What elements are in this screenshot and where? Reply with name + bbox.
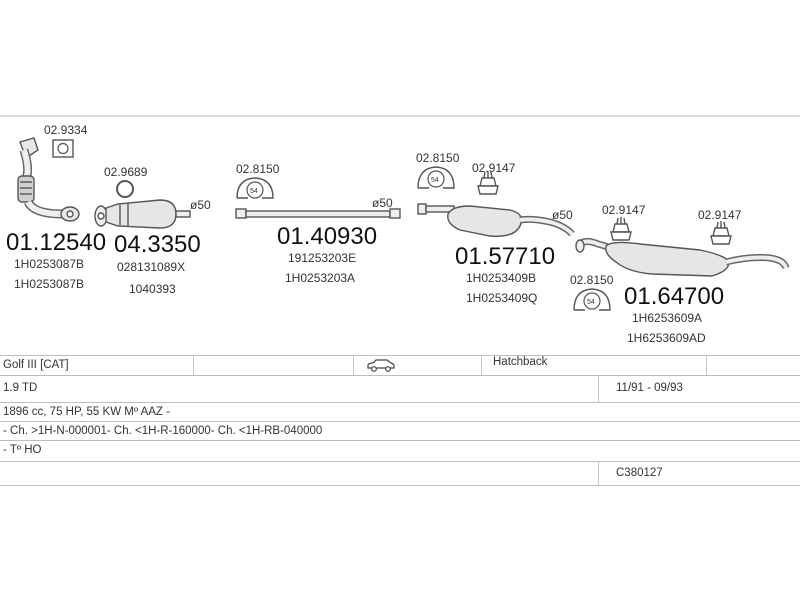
clamp-number-4: 02.8150	[416, 151, 460, 165]
front-pipe-icon	[17, 137, 80, 222]
oem-number-1a: 1H0253087B	[14, 257, 84, 271]
body-type-cell: Hatchback	[481, 356, 706, 375]
oem-number-2b: 1040393	[129, 282, 176, 296]
car-icon-cell	[353, 356, 481, 375]
chassis-text: - Ch. >1H-N-000001- Ch. <1H-R-160000- Ch…	[3, 425, 323, 437]
empty-cell	[0, 462, 598, 485]
catalytic-converter-part: 02.9689 ø50 04.3350 028131089X 1040393	[94, 165, 211, 296]
oem-number-3a: 191253203E	[288, 251, 356, 265]
intermediate-pipe-icon	[235, 208, 401, 219]
oem-number-4a: 1H0253409B	[466, 271, 536, 285]
pipe-clamp-icon-3: 54	[236, 177, 274, 199]
engine-text: 1.9 TD	[3, 382, 38, 394]
pipe-clamp-icon-4: 54	[417, 166, 455, 189]
ring-number: 02.9689	[104, 165, 148, 179]
chassis-cell: - Ch. >1H-N-000001- Ch. <1H-R-160000- Ch…	[0, 422, 800, 440]
part-number-3: 01.40930	[277, 223, 377, 250]
rubber-hanger-icon-5a	[610, 217, 632, 241]
part-number-2: 04.3350	[114, 231, 201, 258]
front-pipe-part: 02.9334 01.12540 1H0253087B 1H0253087B	[6, 123, 106, 291]
hanger-number-5a: 02.9147	[602, 203, 646, 217]
clamp-size-4: 54	[431, 177, 439, 184]
oem-number-1b: 1H0253087B	[14, 277, 84, 291]
pipe-clamp-icon-5: 54	[573, 288, 611, 311]
clamp-size-5: 54	[587, 299, 595, 306]
rear-silencer-part: 54 02.9147 02.9147 02.8150 01.64700 1H62…	[570, 203, 790, 345]
diameter-label-3: ø50	[372, 196, 393, 210]
car-icon	[367, 359, 395, 372]
oem-number-2a: 028131089X	[117, 260, 185, 274]
code-text: C380127	[616, 467, 663, 479]
diameter-label-2: ø50	[190, 198, 211, 212]
oem-number-4b: 1H0253409Q	[466, 291, 537, 305]
note-text: - Tº HO	[3, 444, 42, 456]
part-number-5: 01.64700	[624, 283, 724, 310]
info-row-chassis: - Ch. >1H-N-000001- Ch. <1H-R-160000- Ch…	[0, 421, 800, 440]
spec-cell: 1896 cc, 75 HP, 55 KW Mº AAZ -	[0, 403, 800, 421]
clamp-number-3: 02.8150	[236, 162, 280, 176]
part-number-4: 01.57710	[455, 243, 555, 270]
clamp-size-3: 54	[250, 188, 258, 195]
hanger-number-4: 02.9147	[472, 161, 516, 175]
empty-cell	[706, 356, 800, 375]
engine-cell: 1.9 TD	[0, 376, 598, 402]
oem-number-5a: 1H6253609A	[632, 311, 702, 325]
rubber-hanger-icon-5b	[710, 221, 732, 245]
rear-silencer-icon	[575, 237, 790, 277]
oem-number-5b: 1H6253609AD	[627, 331, 706, 345]
catalytic-converter-icon	[94, 199, 191, 229]
gasket-icon	[52, 139, 74, 158]
info-row-note: - Tº HO	[0, 440, 800, 461]
diameter-label-4: ø50	[552, 208, 573, 222]
gasket-number: 02.9334	[44, 123, 88, 137]
sealing-ring-icon	[116, 180, 134, 198]
body-type-text: Hatchback	[493, 356, 548, 368]
model-cell: Golf III [CAT]	[0, 356, 193, 375]
info-row-model: Golf III [CAT] Hatchback	[0, 355, 800, 375]
hanger-number-5b: 02.9147	[698, 208, 742, 222]
empty-cell	[193, 356, 353, 375]
code-cell: C380127	[598, 462, 800, 485]
model-text: Golf III [CAT]	[3, 359, 69, 371]
middle-silencer-icon	[417, 203, 575, 237]
note-cell: - Tº HO	[0, 441, 800, 461]
intermediate-pipe-part: 54 02.8150 ø50 01.40930 191253203E 1H025…	[235, 162, 401, 285]
period-text: 11/91 - 09/93	[616, 382, 683, 394]
middle-silencer-part: 54 02.8150 02.9147 ø50 01.57710 1H025340…	[416, 151, 575, 305]
rubber-hanger-icon-4	[477, 171, 499, 195]
spec-text: 1896 cc, 75 HP, 55 KW Mº AAZ -	[3, 406, 170, 418]
info-row-engine: 1.9 TD 11/91 - 09/93	[0, 375, 800, 402]
clamp-number-5: 02.8150	[570, 273, 614, 287]
part-number-1: 01.12540	[6, 229, 106, 256]
period-cell: 11/91 - 09/93	[598, 376, 800, 402]
info-row-code: C380127	[0, 461, 800, 486]
oem-number-3b: 1H0253203A	[285, 271, 355, 285]
info-row-spec: 1896 cc, 75 HP, 55 KW Mº AAZ -	[0, 402, 800, 421]
